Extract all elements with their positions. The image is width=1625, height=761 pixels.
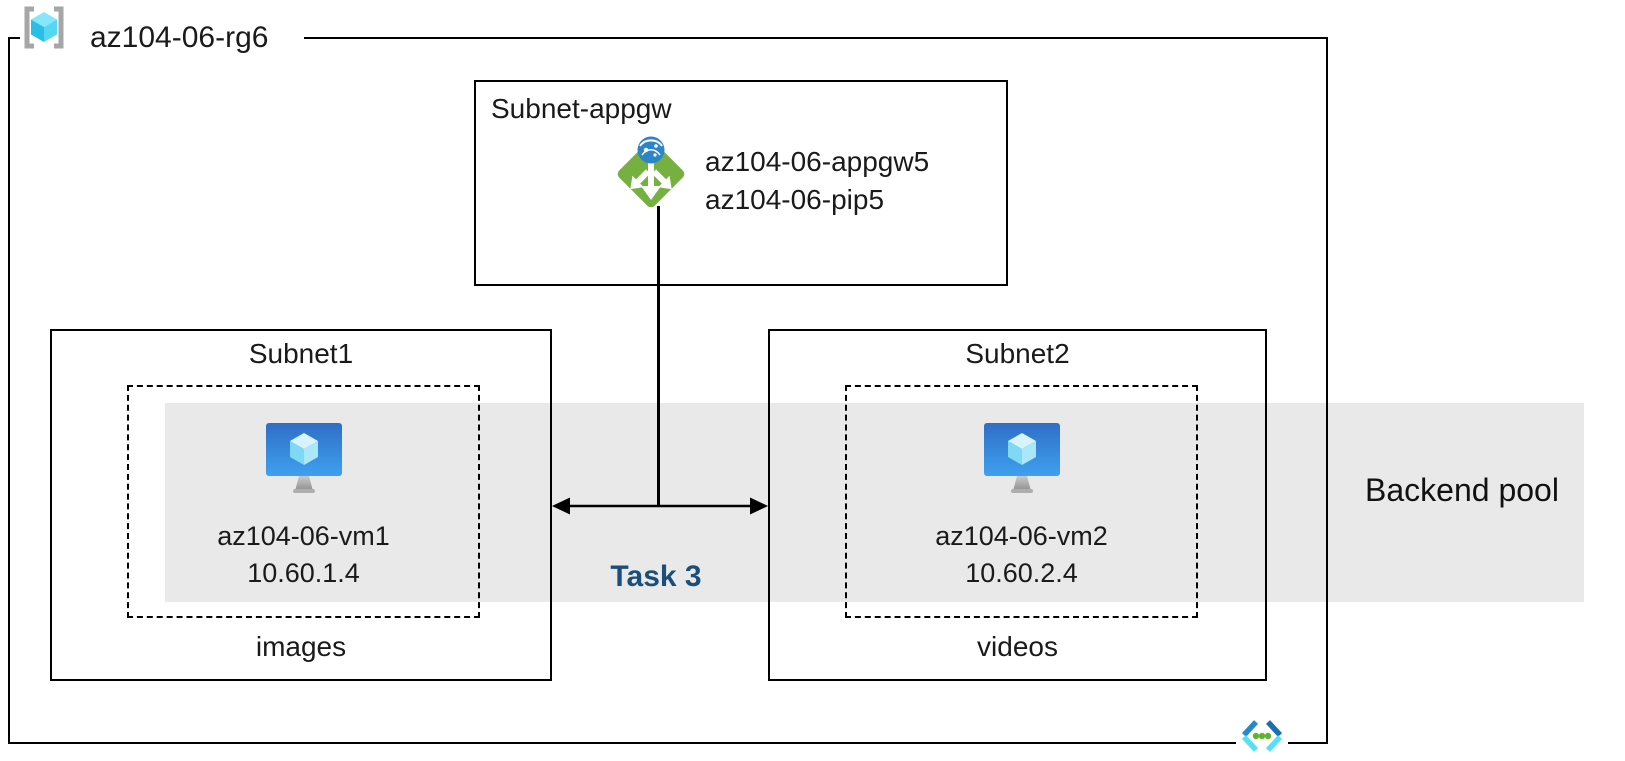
subnet-double-arrow [552, 497, 768, 515]
resource-group-box [8, 37, 1328, 744]
vm2-ip: 10.60.2.4 [965, 558, 1078, 588]
virtual-machine-icon [983, 423, 1060, 493]
subnet2-box: Subnet2 az104-06-vm2 10.60. [768, 329, 1267, 681]
application-gateway-icon [617, 136, 685, 208]
appgw-connector-line [657, 206, 660, 507]
subnet1-tag: images [255, 631, 347, 662]
backend-pool-band [165, 403, 1584, 602]
task-label: Task 3 [610, 560, 702, 593]
subnet1-box: Subnet1 az104-06-vm1 10.60. [50, 329, 552, 681]
appgw-subnet-box: Subnet-appgw [474, 80, 1008, 286]
appgw-pip-name: az104-06-pip5 [705, 184, 885, 215]
subnet2-tag: videos [977, 631, 1058, 662]
backend-pool-label: Backend pool [1365, 472, 1559, 508]
vm2-name: az104-06-vm2 [935, 521, 1108, 551]
virtual-machine-icon [265, 423, 342, 493]
resource-group-icon [20, 5, 68, 51]
virtual-network-icon [1236, 716, 1288, 756]
vm1-name: az104-06-vm1 [217, 521, 390, 551]
resource-group-border-gap [56, 27, 304, 49]
appgw-subnet-title: Subnet-appgw [491, 93, 672, 124]
subnet2-title: Subnet2 [965, 338, 1070, 369]
subnet2-vm-group: az104-06-vm2 10.60.2.4 [845, 385, 1198, 618]
appgw-labels: az104-06-appgw5 az104-06-pip5 [705, 143, 929, 219]
subnet1-title: Subnet1 [248, 338, 354, 369]
vm1-ip: 10.60.1.4 [247, 558, 360, 588]
subnet1-vm-group: az104-06-vm1 10.60.1.4 [127, 385, 480, 618]
resource-group-title: az104-06-rg6 [90, 21, 269, 54]
appgw-name: az104-06-appgw5 [705, 146, 930, 177]
